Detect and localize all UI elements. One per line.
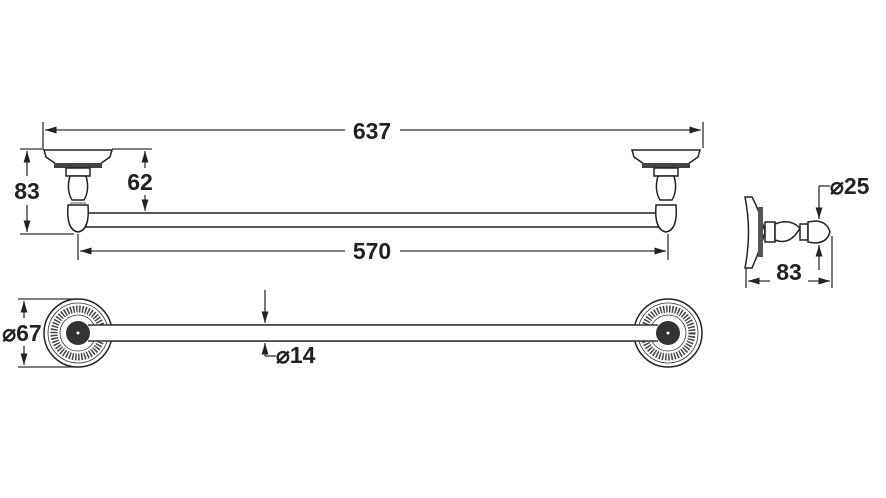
right-bracket <box>631 149 701 233</box>
right-rosette <box>633 298 703 368</box>
bracket-height-label: 83 <box>14 178 40 204</box>
bar-length-label: 570 <box>353 238 391 264</box>
bar-projection-label: 62 <box>127 169 153 195</box>
overall-length-label: 637 <box>353 118 391 144</box>
top-view: ⌀67 ⌀14 <box>2 290 703 368</box>
towel-bar <box>85 212 665 228</box>
side-depth-label: 83 <box>776 259 802 285</box>
front-view: 637 83 62 <box>14 118 704 264</box>
bar-diameter-label: ⌀14 <box>276 342 316 368</box>
post-diameter-label: ⌀25 <box>830 173 870 199</box>
rosette-diameter-label: ⌀67 <box>2 320 41 346</box>
left-bracket <box>43 149 113 233</box>
side-view: ⌀25 83 <box>744 173 870 288</box>
